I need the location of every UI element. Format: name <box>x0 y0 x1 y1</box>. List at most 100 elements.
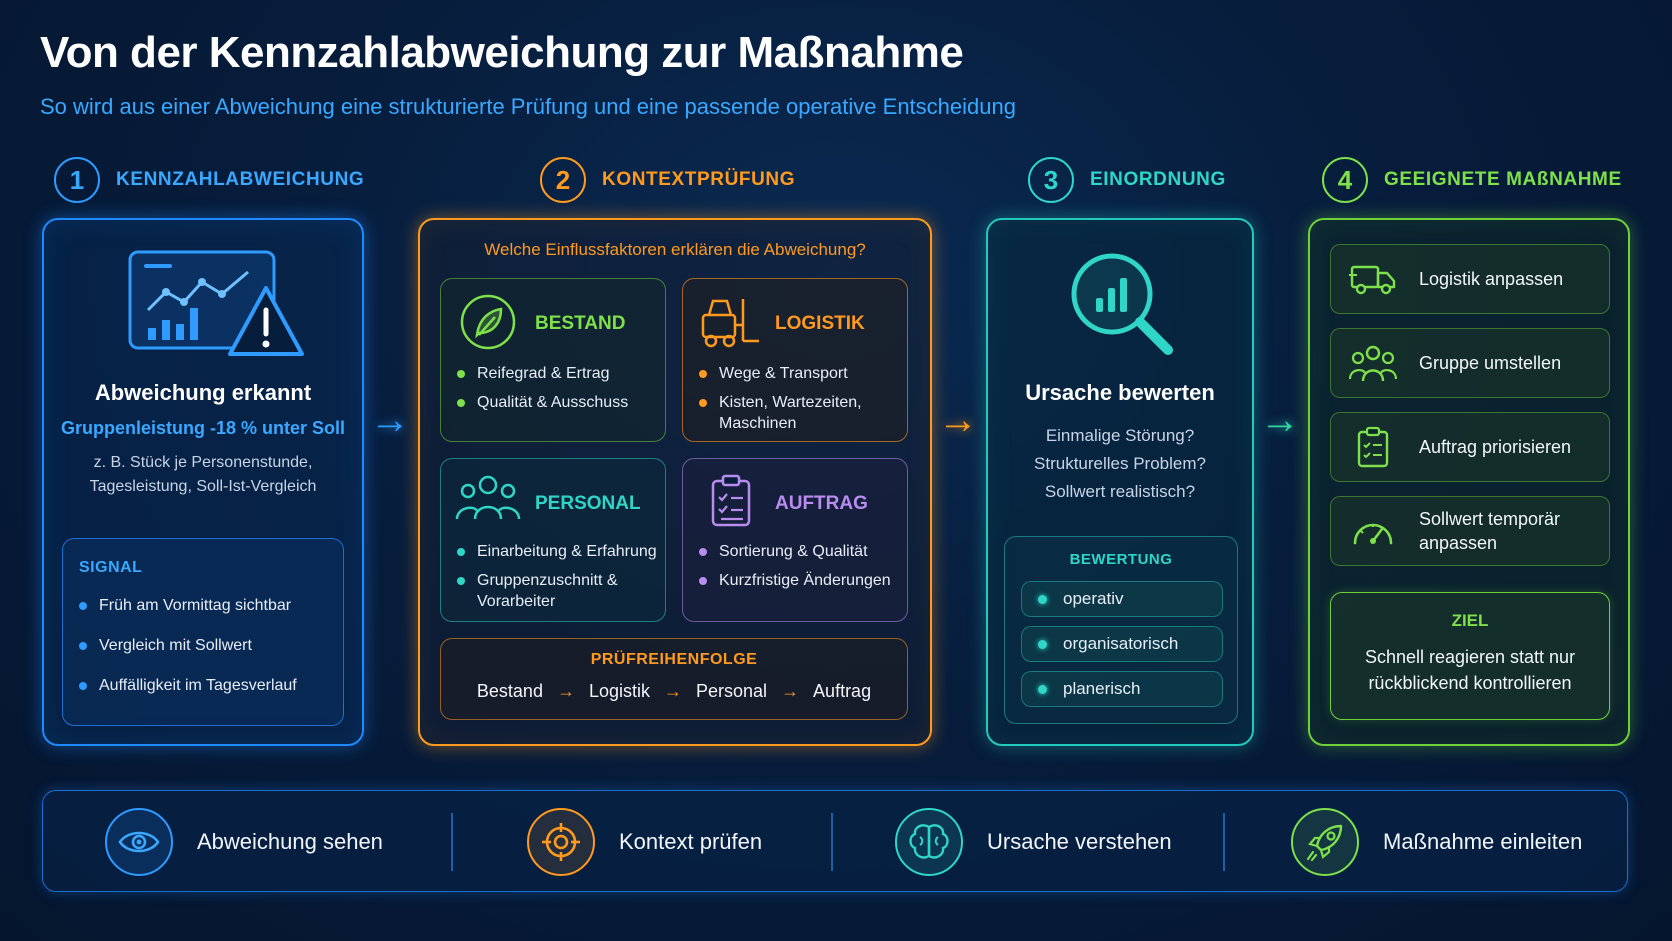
summary-item-see: Abweichung sehen <box>105 791 383 893</box>
step-label-4: GEEIGNETE MAßNAHME <box>1384 169 1622 190</box>
factor-list: Sortierung & Qualität Kurzfristige Änder… <box>699 541 905 591</box>
dot-icon <box>1038 594 1047 604</box>
classification-question: Sollwert realistisch? <box>1044 482 1196 501</box>
deviation-note-1: z. B. Stück je Personenstunde, <box>93 454 313 471</box>
step-label-3: EINORDNUNG <box>1090 169 1226 190</box>
rating-option: organisatorisch <box>1021 626 1223 662</box>
factor-title: LOGISTIK <box>775 313 865 334</box>
sequence-step: Bestand <box>476 681 543 701</box>
rating-label: operativ <box>1063 589 1124 608</box>
sequence-title: PRÜFREIHENFOLGE <box>590 651 758 668</box>
summary-item-act: Maßnahme einleiten <box>1291 791 1582 893</box>
rating-title: BEWERTUNG <box>1069 551 1173 568</box>
truck-icon <box>1349 265 1396 295</box>
factor-list: Einarbeitung & Erfahrung Gruppenzuschnit… <box>457 541 663 612</box>
panel-deviation: Abweichung erkannt Gruppenleistung -18 %… <box>42 218 364 746</box>
rating-label: planerisch <box>1063 679 1141 698</box>
step-header-3: 3 EINORDNUNG <box>1028 157 1226 203</box>
factor-item: Kurzfristige Änderungen <box>699 570 905 591</box>
step-number-2: 2 <box>540 157 586 203</box>
factor-logistik: LOGISTIK Wege & Transport Kisten, Wartez… <box>682 278 908 442</box>
factor-bestand: BESTAND Reifegrad & Ertrag Qualität & Au… <box>440 278 666 442</box>
factor-personal: PERSONAL Einarbeitung & Erfahrung Gruppe… <box>440 458 666 622</box>
arrow-right-icon: → <box>938 398 978 442</box>
summary-label: Kontext prüfen <box>619 829 763 854</box>
magnifier-icon <box>1071 253 1173 355</box>
deviation-note-2: Tagesleistung, Soll-Ist-Vergleich <box>89 478 317 495</box>
summary-label: Abweichung sehen <box>197 829 383 854</box>
leaf-icon <box>460 294 516 350</box>
arrow-right-icon: → <box>370 398 410 442</box>
factor-title: AUFTRAG <box>775 493 868 514</box>
sequence-step: Logistik <box>588 681 650 701</box>
people-icon <box>455 475 521 520</box>
arrow-right-icon: → <box>1260 398 1300 442</box>
action-label-line: Sollwert temporär <box>1419 509 1561 529</box>
arrow-right-icon: → <box>664 681 682 701</box>
signal-item: Auffälligkeit im Tagesverlauf <box>79 675 297 696</box>
action-order: Auftrag priorisieren <box>1330 412 1610 482</box>
page-title: Von der Kennzahlabweichung zur Maßnahme <box>40 28 964 77</box>
factor-list: Wege & Transport Kisten, Wartezeiten, Ma… <box>699 363 903 434</box>
factor-item: Gruppenzuschnitt & Vorarbeiter <box>457 570 663 612</box>
signal-item: Vergleich mit Sollwert <box>79 635 297 656</box>
dot-icon <box>1038 684 1047 694</box>
action-label-line: anpassen <box>1419 533 1498 553</box>
forklift-icon <box>701 299 759 348</box>
goal-text-1: Schnell reagieren statt nur <box>1364 647 1576 667</box>
rating-box: BEWERTUNG operativ organisatorisch plane… <box>1004 536 1238 724</box>
panel-context-check: Welche Einflussfaktoren erklären die Abw… <box>418 218 932 746</box>
summary-item-understand: Ursache verstehen <box>895 791 1172 893</box>
classification-question: Strukturelles Problem? <box>1034 454 1206 473</box>
clipboard-icon <box>1357 426 1389 468</box>
action-label: Sollwert temporär anpassen <box>1419 507 1560 555</box>
step-number-1: 1 <box>54 157 100 203</box>
chart-warning-icon <box>128 250 304 356</box>
step-header-1: 1 KENNZAHLABWEICHUNG <box>54 157 364 203</box>
factor-item: Wege & Transport <box>699 363 903 384</box>
action-label: Gruppe umstellen <box>1419 352 1562 373</box>
deviation-metric: Gruppenleistung -18 % unter Soll <box>60 418 346 438</box>
factor-title: PERSONAL <box>535 493 641 514</box>
step-header-2: 2 KONTEXTPRÜFUNG <box>540 157 795 203</box>
signal-list: Früh am Vormittag sichtbar Vergleich mit… <box>79 595 297 696</box>
step-number-4: 4 <box>1322 157 1368 203</box>
summary-item-check: Kontext prüfen <box>527 791 762 893</box>
separator <box>451 813 453 871</box>
sequence-step: Auftrag <box>813 681 872 701</box>
process-summary-bar: Abweichung sehen Kontext prüfen Ursache … <box>42 790 1628 892</box>
panel-classification: Ursache bewerten Einmalige Störung? Stru… <box>986 218 1254 746</box>
factor-list: Reifegrad & Ertrag Qualität & Ausschuss <box>457 363 661 413</box>
step-label-2: KONTEXTPRÜFUNG <box>602 169 796 190</box>
rocket-icon <box>1291 808 1359 876</box>
panel-measures: Logistik anpassen Gruppe umstellen Auftr… <box>1308 218 1630 746</box>
brain-icon <box>895 808 963 876</box>
action-logistics: Logistik anpassen <box>1330 244 1610 314</box>
rating-label: organisatorisch <box>1063 634 1179 653</box>
goal-box: ZIEL Schnell reagieren statt nur rückbli… <box>1330 592 1610 720</box>
step-header-4: 4 GEEIGNETE MAßNAHME <box>1322 157 1622 203</box>
context-question: Welche Einflussfaktoren erklären die Abw… <box>484 240 866 259</box>
rating-option: planerisch <box>1021 671 1223 707</box>
target-icon <box>527 808 595 876</box>
check-sequence-box: PRÜFREIHENFOLGE Bestand → Logistik → Per… <box>440 638 908 720</box>
factor-item: Kisten, Wartezeiten, Maschinen <box>699 392 903 434</box>
group-icon <box>1349 345 1397 382</box>
factor-item: Reifegrad & Ertrag <box>457 363 661 384</box>
eye-icon <box>105 808 173 876</box>
action-group: Gruppe umstellen <box>1330 328 1610 398</box>
action-label: Auftrag priorisieren <box>1419 436 1572 457</box>
signal-box: SIGNAL Früh am Vormittag sichtbar Vergle… <box>62 538 344 726</box>
action-target-adjust: Sollwert temporär anpassen <box>1330 496 1610 566</box>
factor-item: Sortierung & Qualität <box>699 541 905 562</box>
factor-item: Qualität & Ausschuss <box>457 392 661 413</box>
sequence-row: Bestand → Logistik → Personal → Auftrag <box>441 681 907 702</box>
clipboard-icon <box>711 474 751 527</box>
page-subtitle: So wird aus einer Abweichung eine strukt… <box>40 94 1016 119</box>
dot-icon <box>1038 639 1047 649</box>
action-label: Logistik anpassen <box>1419 268 1564 289</box>
factor-item: Einarbeitung & Erfahrung <box>457 541 663 562</box>
classification-heading: Ursache bewerten <box>1025 380 1215 405</box>
arrow-right-icon: → <box>781 681 800 701</box>
gauge-icon <box>1353 523 1393 545</box>
